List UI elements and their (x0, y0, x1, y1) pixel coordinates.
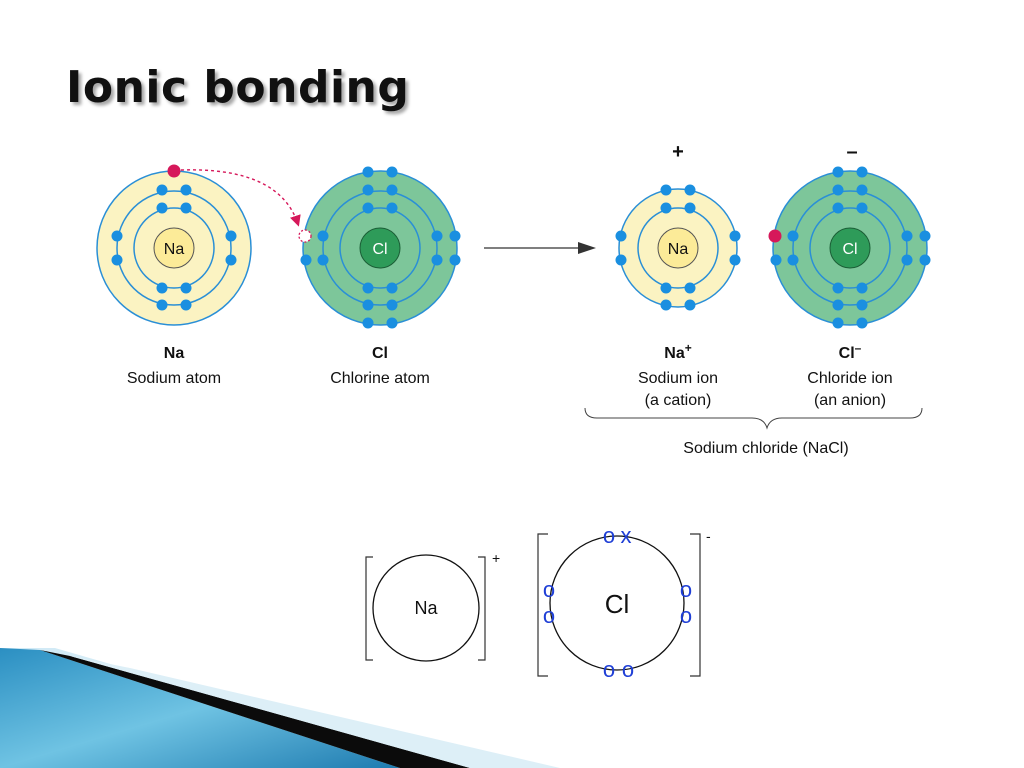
sodium-atom: Na (96, 164, 252, 326)
sodium-ion-kind: (a cation) (645, 392, 712, 409)
sodium-atom-formula: Na (164, 345, 185, 362)
chloride-ion-charge: – (846, 141, 857, 163)
sodium-electrons (111, 184, 237, 311)
chloride-ion-symbol: Cl (842, 241, 857, 258)
lewis-chloride-charge: - (706, 528, 711, 544)
decorative-corner-bands (0, 648, 560, 768)
svg-text:o: o (603, 523, 615, 548)
sodium-atom-symbol: Na (164, 241, 185, 258)
lewis-chloride: Cl - o x o o o o o o (537, 523, 711, 682)
chlorine-atom-formula: Cl (372, 345, 388, 362)
electron-transfer-arrow (180, 169, 301, 227)
chlorine-atom: Cl (298, 166, 461, 329)
lewis-chloride-electrons: o x o o o o o o (543, 523, 692, 682)
compound-label: Sodium chloride (NaCl) (683, 440, 848, 457)
chloride-ion-kind: (an anion) (814, 392, 886, 409)
sodium-ion-symbol: Na (668, 241, 689, 258)
sodium-ion-name: Sodium ion (638, 370, 718, 387)
svg-text:o: o (543, 603, 555, 628)
reaction-arrow (484, 242, 596, 254)
chlorine-atom-symbol: Cl (372, 241, 387, 258)
sodium-ion-electrons (615, 184, 741, 311)
sodium-nucleus (153, 227, 195, 269)
gained-electron (768, 229, 782, 243)
sodium-ion-formula: Na+ (664, 341, 691, 362)
valence-electron (167, 164, 181, 178)
lewis-sodium-symbol: Na (414, 598, 438, 618)
svg-text:o: o (680, 577, 692, 602)
svg-text:o: o (543, 577, 555, 602)
compound-brace (584, 407, 923, 430)
chloride-ion: Cl (768, 166, 931, 329)
chloride-ion-electrons (770, 166, 931, 329)
svg-text:o: o (680, 603, 692, 628)
slide-title: Ionic bonding (66, 62, 410, 113)
lewis-sodium: Na + (365, 550, 500, 662)
sodium-atom-name: Sodium atom (127, 370, 221, 387)
chloride-ion-name: Chloride ion (807, 370, 892, 387)
chloride-ion-formula: Cl– (839, 341, 862, 362)
transferred-electron-mark: x (621, 523, 632, 548)
sodium-ion-charge: + (672, 141, 684, 163)
lewis-chloride-symbol: Cl (605, 589, 630, 619)
chlorine-atom-name: Chlorine atom (330, 370, 430, 387)
svg-text:o: o (603, 657, 615, 682)
chlorine-electrons (300, 166, 461, 329)
svg-text:o: o (622, 657, 634, 682)
chlorine-nucleus (359, 227, 401, 269)
sodium-ion: Na (615, 184, 741, 311)
electron-vacancy (298, 229, 312, 243)
lewis-sodium-charge: + (492, 550, 500, 566)
